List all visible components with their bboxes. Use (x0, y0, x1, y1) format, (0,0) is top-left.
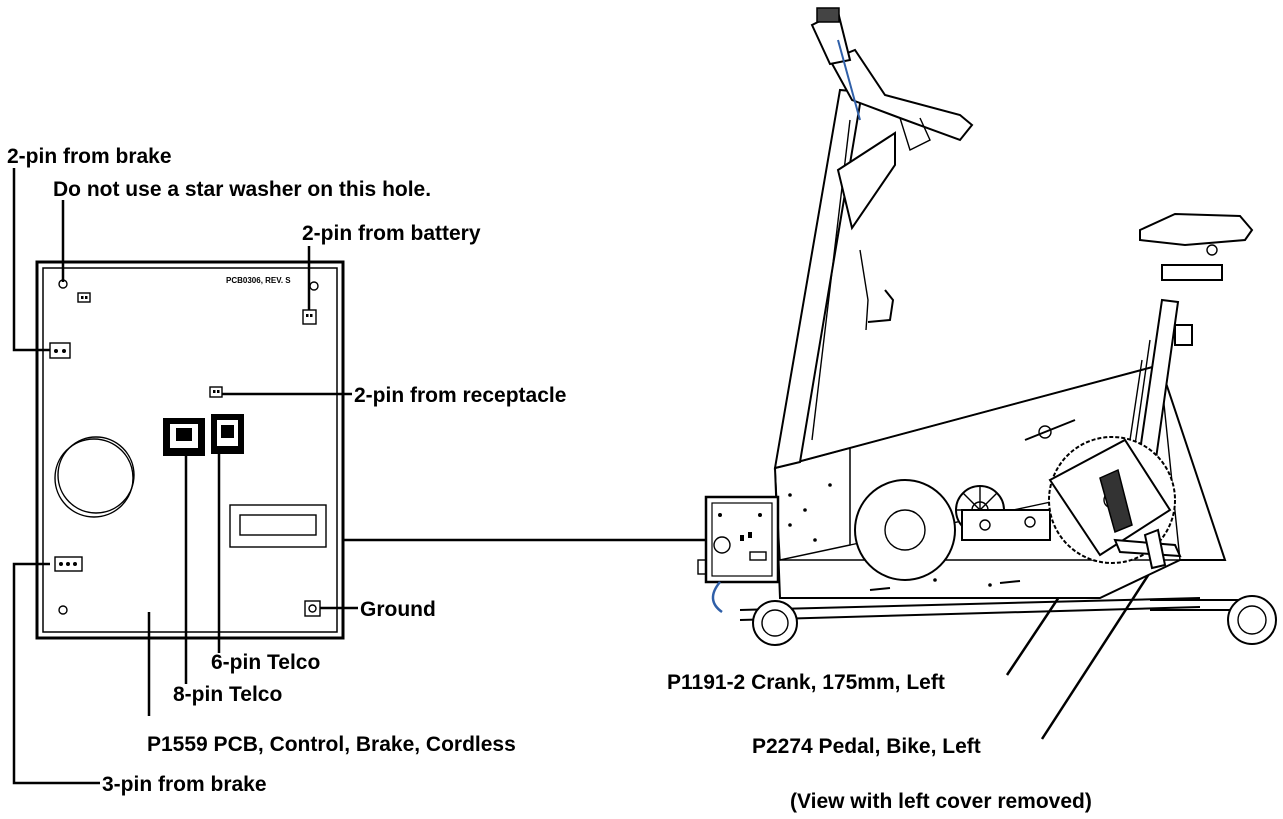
label-telco-8pin: 8-pin Telco (173, 683, 282, 706)
mount-hole-bottom-left (58, 605, 68, 615)
seat-assembly (1123, 212, 1254, 489)
exercise-bike (697, 7, 1277, 646)
control-box (697, 495, 780, 614)
label-pedal-part: P2274 Pedal, Bike, Left (752, 735, 981, 758)
connector-brake-3pin (54, 556, 83, 572)
front-wheel (752, 600, 798, 646)
pcb-board: PCB0306, REV. S (35, 260, 345, 640)
label-crank-part: P1191-2 Crank, 175mm, Left (667, 671, 945, 694)
label-star-washer: Do not use a star washer on this hole. (53, 178, 431, 201)
callout-labels: 2-pin from brake Do not use a star washe… (7, 145, 1092, 813)
rear-wheel (1227, 595, 1277, 645)
label-brake-3pin: 3-pin from brake (102, 773, 267, 796)
board-marking: PCB0306, REV. S (226, 276, 291, 285)
round-capacitor (54, 436, 135, 518)
connector-receptacle-2pin (209, 386, 223, 398)
label-brake-2pin: 2-pin from brake (7, 145, 172, 168)
leader-brake-2pin (12, 168, 50, 352)
label-view-note: (View with left cover removed) (790, 790, 1092, 813)
flywheel (854, 479, 956, 581)
slot-component (229, 504, 327, 548)
brake-block (961, 509, 1051, 541)
cross-bar (1024, 419, 1076, 441)
pedal (1113, 528, 1182, 570)
telco-jack-6pin (211, 414, 244, 454)
label-pcb-part: P1559 PCB, Control, Brake, Cordless (147, 733, 516, 756)
label-receptacle-2pin: 2-pin from receptacle (354, 384, 566, 407)
base-rail (739, 597, 1250, 621)
handlebar (810, 7, 974, 231)
label-telco-6pin: 6-pin Telco (211, 651, 320, 674)
leader-pedal (1040, 559, 1160, 740)
label-ground: Ground (360, 598, 436, 621)
label-battery-2pin: 2-pin from battery (302, 222, 481, 245)
leader-brake-3pin (12, 562, 100, 785)
connector-star-hole-2pin (77, 292, 91, 303)
telco-jack-8pin (163, 418, 205, 456)
crank-arm (1099, 468, 1133, 534)
